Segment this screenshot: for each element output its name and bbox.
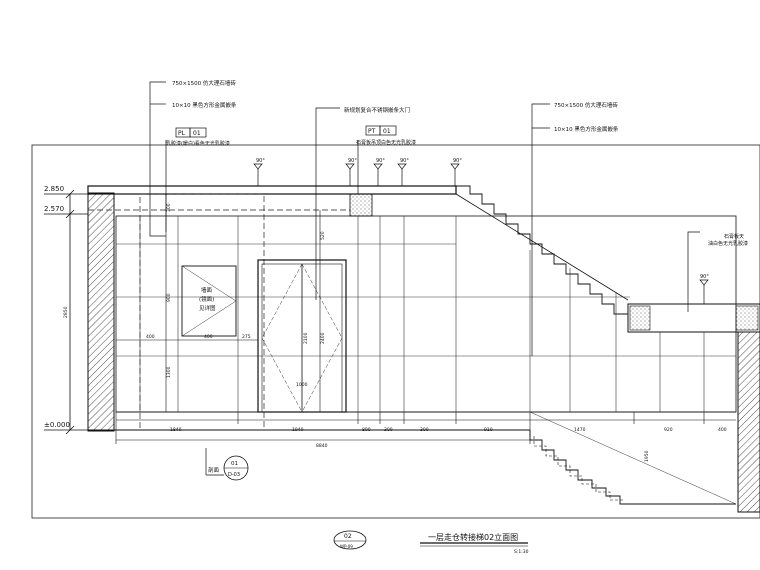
upper-stair-profile (456, 185, 628, 315)
section-sheet: D-03 (228, 472, 240, 478)
pl-desc: 乳胶漆(暖白)看色无光乳胶漆 (166, 140, 230, 147)
right-side-note-2: 油白色无光乳胶漆 (708, 240, 748, 247)
section-num: 01 (231, 461, 238, 467)
panel-label-2: (镜面) (199, 295, 214, 303)
dim-panel-3: 275 (242, 334, 251, 340)
dim-door-width: 1000 (296, 382, 308, 388)
dim-bottom-1: 1840 (170, 427, 182, 433)
dim-stair: 1950 (644, 450, 650, 462)
dim-bottom-2: 1940 (292, 427, 304, 433)
dim-vertical-total: 2850 (63, 306, 69, 318)
callout-center-top: 新规划复合不锈钢嵌条大门 (344, 106, 410, 114)
dim-panel-1: 400 (146, 334, 155, 340)
panel-label-3: 见详图 (199, 304, 216, 312)
top-slab (87, 185, 457, 195)
ceiling-mark-2: 90° (348, 158, 357, 164)
dim-door-top: 520 (320, 231, 326, 240)
pt-code: 01 (383, 128, 391, 135)
dim-bottom-9: 400 (718, 427, 727, 433)
left-wall-section (87, 192, 115, 432)
pt-desc: 石膏板吊顶白色无光乳胶漆 (356, 139, 416, 146)
drawing-title: 一层走仓转接梯02立面图 (428, 532, 518, 542)
sheet-frame (31, 144, 760, 519)
dim-door-height: 2400 (320, 332, 326, 344)
callout-right-top: 750×1500 仿大理石墙砖 (554, 101, 618, 109)
right-wall-section (737, 331, 760, 513)
dim-bottom-8: 920 (664, 427, 673, 433)
right-side-note-1: 石膏板天 (724, 233, 744, 240)
callout-right-mid: 10×10 黑色方形金属嵌条 (554, 125, 619, 133)
pl-code: 01 (193, 130, 201, 137)
dim-v-mid: 900 (166, 293, 172, 302)
title-num: 02 (344, 533, 352, 540)
ceiling-mark-3: 90° (376, 158, 385, 164)
dim-bottom-4: 300 (384, 427, 393, 433)
level-floor: ±0.000 (44, 421, 70, 429)
lower-stair-profile (529, 430, 736, 505)
section-label: 剖面 (208, 466, 220, 474)
pt-tag: PT (368, 128, 376, 135)
dim-v-lower: 1300 (166, 366, 172, 378)
callout-left-mid: 10×10 黑色方形金属嵌条 (172, 101, 237, 109)
level-ceiling: 2.570 (44, 205, 64, 213)
ceiling-mark-6: 90° (700, 274, 709, 280)
dim-bottom-total: 8840 (316, 443, 328, 449)
dim-door-height-2: 2100 (303, 332, 309, 344)
callout-left-top: 750×1500 仿大理石墙砖 (172, 79, 236, 87)
title-sheet: WP-09 (340, 544, 353, 549)
dim-bottom-5: 300 (420, 427, 429, 433)
dim-bottom-6: 910 (484, 427, 493, 433)
beam-section (349, 193, 373, 217)
dim-bottom-7: 1470 (574, 427, 586, 433)
dim-v-upper: 300 (166, 203, 172, 212)
ceiling-marks (253, 163, 709, 304)
ceiling-mark-1: 90° (256, 158, 265, 164)
ceiling-mark-4: 90° (400, 158, 409, 164)
panel-label-1: 墙面 (201, 286, 213, 294)
dim-panel-2: 400 (204, 334, 213, 340)
level-top: 2.850 (44, 185, 64, 193)
drawing-scale: S:1:30 (514, 549, 529, 555)
dim-bottom-3: 800 (362, 427, 371, 433)
pl-tag: PL (178, 130, 186, 137)
ceiling-mark-5: 90° (453, 158, 462, 164)
